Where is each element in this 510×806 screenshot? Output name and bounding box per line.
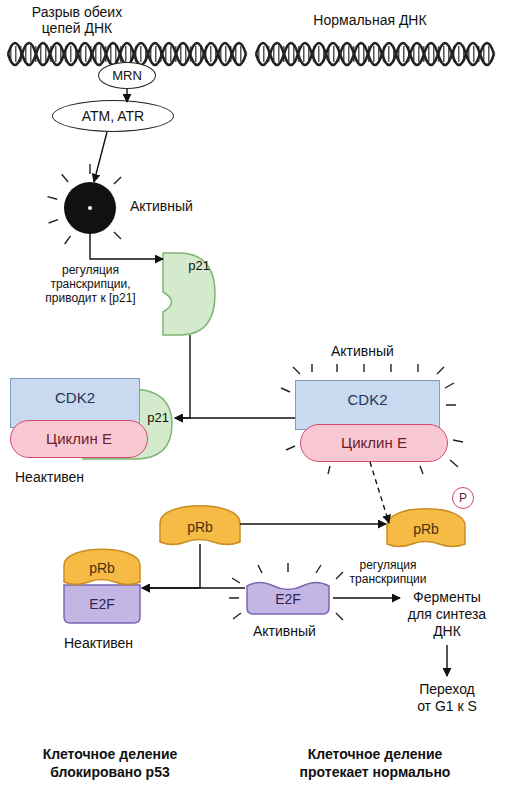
p21-shape-outline	[163, 253, 215, 335]
phosphate-circle: P	[452, 487, 474, 509]
text-label: регуляция транскрипции	[338, 558, 438, 586]
flow-arrow	[446, 645, 447, 676]
connector-arrow	[240, 523, 386, 524]
node-text: Циклин Е	[301, 435, 447, 451]
connector-arrow	[90, 234, 163, 259]
dna-rungs	[258, 46, 492, 62]
connector-arrow	[370, 462, 389, 523]
text-label: Нормальная ДНК	[290, 12, 450, 28]
node-text: Активный	[130, 198, 193, 214]
node-text: p21	[147, 410, 169, 426]
node-text: ATM, ATR	[53, 108, 173, 124]
connector-arrow	[142, 544, 200, 588]
e2f-shape: E2FАктивный	[245, 578, 331, 616]
circle-highlight	[88, 206, 92, 210]
text-label: Ферменты для синтеза ДНК	[403, 589, 491, 640]
p21-shape: p21	[160, 250, 218, 338]
node-text: Неактивен	[15, 469, 84, 485]
node-text: pRb	[385, 521, 467, 537]
node-text: MRN	[99, 68, 155, 84]
prb-dome: pRb	[385, 503, 467, 548]
prb-dome: pRb	[62, 544, 142, 586]
dna-strand	[256, 43, 494, 65]
node-text: pRb	[158, 519, 242, 535]
node-text: CDK2	[11, 390, 139, 406]
connector-arrow	[94, 132, 107, 182]
kinase-ellipse: ATM, ATR	[52, 100, 174, 132]
cdk2-box: АктивныйCDK2	[295, 380, 440, 430]
text-label: Разрыв обеих цепей ДНК	[18, 4, 136, 36]
text-label: Клеточное деление протекает нормально	[280, 745, 470, 781]
text-label: Клеточное деление блокировано p53	[10, 745, 210, 781]
prb-dome: pRb	[158, 500, 242, 546]
dna-rungs	[10, 46, 244, 62]
p53-circle: Активный	[64, 182, 116, 234]
activity-rays	[281, 364, 463, 474]
node-text: Активный	[253, 623, 316, 639]
activity-rays	[48, 164, 122, 244]
text-label: Переход от G1 к S	[411, 681, 483, 715]
node-text: Неактивен	[64, 635, 133, 651]
node-text: E2F	[245, 591, 331, 607]
cyclin-pill: Циклин ЕНеактивен	[10, 420, 148, 458]
connector-arrow	[142, 587, 245, 588]
connector-arrow	[175, 417, 295, 418]
node-text: P	[453, 490, 473, 506]
protein-ellipse: MRN	[98, 62, 156, 89]
node-text: E2F	[62, 596, 142, 612]
e2f-shape: E2FНеактивен	[62, 583, 142, 625]
connector-arrow	[175, 335, 190, 418]
node-text: CDK2	[296, 392, 439, 408]
dna-strand	[256, 43, 494, 65]
activity-rays	[229, 563, 343, 620]
node-text: p21	[188, 258, 210, 274]
node-text: Циклин Е	[11, 431, 147, 447]
node-text: Активный	[331, 343, 394, 359]
flow-arrow	[333, 597, 400, 598]
cyclin-pill: Циклин Е	[300, 424, 448, 462]
node-text: pRb	[62, 560, 142, 576]
edge-label: регуляция транскрипции, приводит к [p21]	[28, 263, 153, 305]
